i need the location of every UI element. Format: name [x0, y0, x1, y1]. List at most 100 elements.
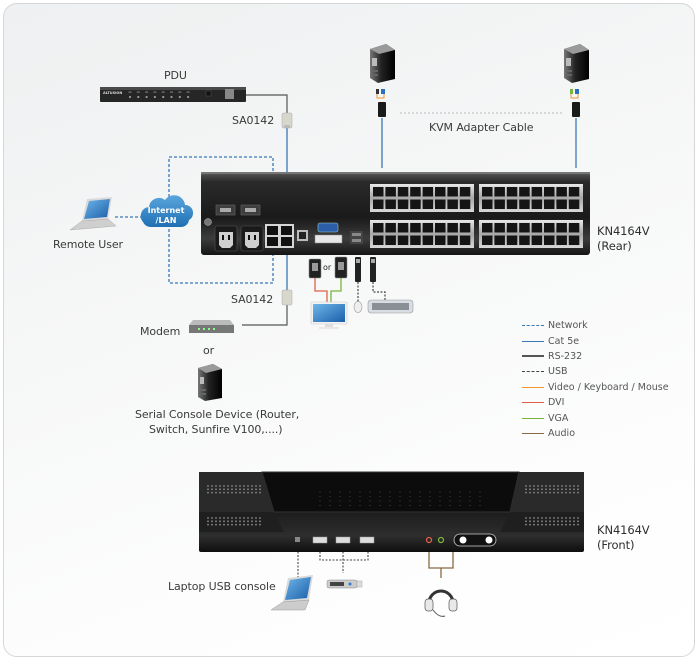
pdu-outlet-label — [136, 91, 140, 93]
display-dot — [389, 500, 391, 502]
vent-hole — [557, 485, 559, 487]
legend-swatch — [522, 417, 544, 419]
legend-swatch — [522, 371, 544, 373]
vent-hole — [541, 491, 543, 494]
vent-hole — [239, 491, 241, 494]
vent-hole — [223, 488, 225, 491]
serial-console-device-icon — [198, 364, 222, 401]
vent-hole — [573, 517, 575, 519]
display-dot — [479, 491, 481, 493]
rj45-port — [459, 223, 471, 233]
front-view-label: (Front) — [597, 538, 635, 552]
display-dot — [349, 500, 351, 502]
vent-hole — [223, 491, 225, 494]
internet-lan-label-1: Internet — [148, 206, 185, 215]
rj45-port — [482, 223, 493, 233]
vent-hole — [533, 488, 535, 491]
rj45-port — [435, 187, 446, 197]
audio-cable — [428, 545, 454, 578]
legend-label: DVI — [548, 397, 565, 409]
rj45-port — [531, 223, 543, 233]
pdu-outlet-label — [178, 91, 182, 93]
display-dot — [399, 491, 401, 493]
rj45-port — [506, 187, 518, 197]
vga-connector-icon — [334, 256, 348, 279]
vent-hole — [259, 517, 261, 519]
vent-hole — [251, 488, 253, 491]
rj45-port — [410, 199, 421, 209]
vent-hole — [239, 520, 241, 523]
vent-hole — [247, 520, 249, 523]
server-2-icon — [564, 44, 589, 83]
vent-hole — [227, 488, 229, 491]
vent-hole — [255, 517, 257, 519]
display-dot — [319, 500, 321, 502]
vga-cable — [330, 278, 342, 302]
vent-hole — [541, 517, 543, 519]
display-dot — [429, 491, 431, 493]
vent-hole — [577, 523, 579, 526]
rj45-port — [568, 223, 580, 233]
pdu-outlet-label — [170, 91, 173, 93]
vent-hole — [239, 485, 241, 487]
display-dot — [339, 500, 341, 502]
sa0142-bottom-adapter — [281, 289, 293, 306]
vent-hole — [227, 491, 229, 494]
display-dot — [429, 496, 431, 497]
display-dot — [359, 505, 361, 506]
pdu-outlet-label — [186, 91, 190, 93]
rj45-port — [410, 235, 421, 245]
vent-hole — [243, 523, 245, 526]
vent-hole — [207, 488, 209, 491]
vent-hole — [561, 485, 563, 487]
vent-hole — [223, 523, 225, 526]
rj45-port — [435, 199, 446, 209]
vent-hole — [235, 485, 237, 487]
vent-hole — [533, 491, 535, 494]
display-dot — [409, 496, 411, 497]
vent-hole — [565, 488, 567, 491]
vent-hole — [259, 485, 261, 487]
vent-hole — [259, 491, 261, 494]
display-dot — [449, 496, 451, 497]
vent-hole — [573, 523, 575, 526]
display-dot — [409, 500, 411, 502]
legend-item-rs232: RS-232 — [522, 349, 669, 364]
legend-swatch — [522, 386, 544, 388]
vent-hole — [525, 523, 527, 526]
vent-hole — [259, 488, 261, 491]
display-dot — [379, 500, 381, 502]
dvi-connector-icon — [308, 258, 322, 279]
vent-hole — [525, 491, 527, 494]
vent-hole — [549, 520, 551, 523]
display-dot — [469, 505, 471, 506]
vent-hole — [227, 520, 229, 523]
vent-hole — [573, 520, 575, 523]
vent-hole — [561, 517, 563, 519]
vent-hole — [573, 488, 575, 491]
sa0142-bottom-label: SA0142 — [231, 293, 274, 306]
display-dot — [319, 491, 321, 493]
legend-item-video-keyboard-mouse: Video / Keyboard / Mouse — [522, 380, 669, 395]
legend-label: Audio — [548, 427, 576, 439]
vent-hole — [227, 485, 229, 487]
laptop-usb-console-icon — [270, 575, 313, 611]
display-dot — [349, 505, 351, 506]
pdu-outlet-led — [187, 95, 190, 99]
vent-hole — [565, 485, 567, 487]
pdu-outlet-led — [170, 95, 173, 99]
rj45-port — [385, 199, 396, 209]
legend-swatch — [522, 355, 544, 358]
vent-hole — [219, 491, 221, 494]
rj45-port — [373, 223, 384, 233]
vent-hole — [545, 485, 547, 487]
display-dot — [329, 491, 331, 493]
display-dot — [359, 491, 361, 493]
rj45-port — [435, 235, 446, 245]
display-dot — [399, 496, 401, 497]
vent-hole — [553, 520, 555, 523]
vent-hole — [577, 485, 579, 487]
rj45-port — [482, 199, 493, 209]
display-dot — [459, 505, 461, 506]
vent-hole — [251, 523, 253, 526]
